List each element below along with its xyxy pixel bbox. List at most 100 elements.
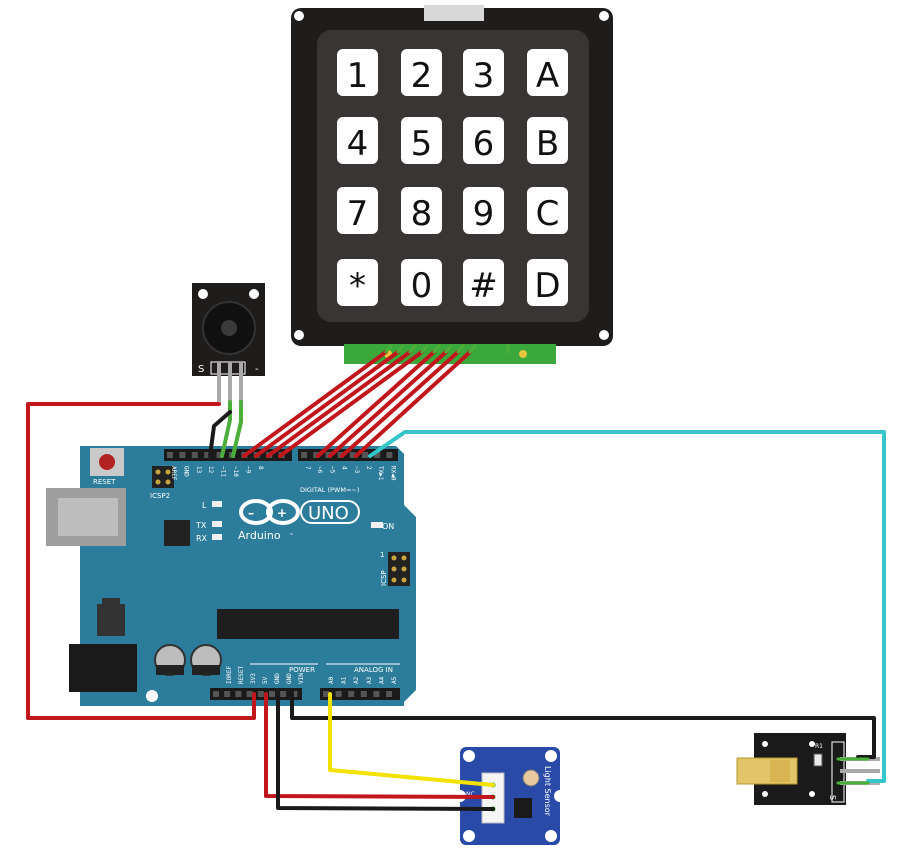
digital-pin-label: 12 bbox=[207, 466, 214, 474]
power-pin-label: VIN bbox=[298, 673, 305, 684]
digital-pin-label: 4 bbox=[341, 466, 348, 470]
power-pin-label: GND bbox=[286, 673, 293, 684]
wire-buzzer-signal-red bbox=[26, 402, 256, 720]
digital-pin-label: ~9 bbox=[244, 466, 251, 474]
keypad-key[interactable]: 7 bbox=[337, 187, 378, 234]
wire-keypad-green-end bbox=[420, 344, 429, 354]
header-pin bbox=[216, 452, 223, 458]
icsp-pin1-label: 1 bbox=[380, 551, 384, 559]
svg-text:+: + bbox=[277, 506, 287, 520]
analog-pin-label: A3 bbox=[366, 676, 373, 684]
header-pin bbox=[191, 452, 198, 458]
analog-pin-label: A0 bbox=[328, 676, 335, 684]
digital-pin-label: ~3 bbox=[353, 466, 360, 474]
keypad-key[interactable]: 0 bbox=[401, 259, 442, 306]
digital-pin-label: ~11 bbox=[220, 466, 227, 477]
keypad-key[interactable]: # bbox=[463, 259, 504, 306]
header-pin bbox=[374, 452, 381, 458]
keypad-key[interactable]: 4 bbox=[337, 117, 378, 164]
keypad-key-label: 0 bbox=[411, 266, 433, 306]
power-pin-label: 5V bbox=[262, 676, 269, 684]
keypad-key-label: # bbox=[469, 266, 498, 306]
laser-pin-minus: - bbox=[828, 746, 837, 749]
icsp-label: ICSP bbox=[380, 570, 388, 586]
keypad-key-label: D bbox=[534, 266, 560, 306]
buzzer-pin-s: S bbox=[198, 364, 204, 375]
header-pin bbox=[280, 691, 287, 697]
icsp2-label: ICSP2 bbox=[150, 492, 170, 500]
wire-keypad-green-end bbox=[408, 344, 417, 354]
laser-module: R1 S - bbox=[736, 733, 880, 805]
wire-keypad-green-end bbox=[396, 344, 405, 354]
header-pin bbox=[386, 452, 393, 458]
keypad-key[interactable]: 5 bbox=[401, 117, 442, 164]
keypad-key[interactable]: 8 bbox=[401, 187, 442, 234]
svg-text:–: – bbox=[248, 506, 254, 520]
digital-pin-label: AREF bbox=[170, 466, 177, 481]
power-pin-label: RESET bbox=[238, 666, 245, 684]
header-pin bbox=[386, 691, 392, 697]
header-pin bbox=[362, 452, 368, 458]
digital-pin-label: TX▶1 bbox=[377, 466, 384, 481]
keypad-key[interactable]: 9 bbox=[463, 187, 504, 234]
arduino-logo: – + UNO Arduino ™ bbox=[238, 499, 360, 542]
header-pin bbox=[373, 691, 380, 697]
keypad-key[interactable]: C bbox=[527, 187, 568, 234]
keypad-key[interactable]: * bbox=[337, 259, 378, 306]
analog-pin-label: A4 bbox=[378, 676, 385, 684]
header-pin bbox=[269, 691, 275, 697]
keypad-key[interactable]: 3 bbox=[463, 49, 504, 96]
wire-keypad-green-end bbox=[432, 344, 441, 354]
arduino-brand: Arduino bbox=[238, 529, 281, 542]
digital-pin-label: 7 bbox=[304, 466, 311, 470]
keypad-key[interactable]: 2 bbox=[401, 49, 442, 96]
r1-label: R1 bbox=[815, 743, 823, 750]
digital-pin-label: ~10 bbox=[232, 466, 239, 477]
header-pin bbox=[204, 452, 211, 458]
wire-buzzer-green-2 bbox=[231, 400, 243, 458]
wire-keypad-red bbox=[266, 350, 412, 458]
tx-label: TX bbox=[195, 521, 207, 530]
wire-keypad-green-end bbox=[444, 344, 453, 354]
keypad-key-label: * bbox=[349, 266, 366, 306]
analog-label: ANALOG IN bbox=[354, 666, 393, 674]
light-sensor-title: Light Sensor bbox=[543, 766, 552, 817]
keypad-connector bbox=[344, 344, 556, 364]
wire-keypad-green-end bbox=[468, 344, 477, 354]
keypad-key[interactable]: 1 bbox=[337, 49, 378, 96]
analog-pin-label: A5 bbox=[391, 676, 398, 684]
header-pin bbox=[349, 452, 356, 458]
l-label: L bbox=[202, 501, 207, 510]
header-pin bbox=[167, 452, 173, 458]
header-pin bbox=[224, 691, 231, 697]
on-label: ON bbox=[382, 522, 394, 531]
power-pin-label: GND bbox=[274, 673, 281, 684]
wire-keypad-red bbox=[316, 350, 436, 458]
digital-pin-label: ~5 bbox=[328, 466, 335, 474]
digital-pin-label: 2 bbox=[365, 466, 372, 470]
header-pin bbox=[257, 691, 264, 697]
digital-pin-label: GND bbox=[182, 466, 189, 477]
keypad-key-label: C bbox=[536, 194, 560, 234]
laser-pin-s: S bbox=[828, 795, 837, 800]
keypad-key-label: 1 bbox=[347, 56, 369, 96]
keypad-key[interactable]: B bbox=[527, 117, 568, 164]
analog-pin-label: A2 bbox=[353, 676, 360, 684]
uno-text: UNO bbox=[308, 503, 349, 524]
reset-label: RESET bbox=[93, 478, 116, 486]
wire-laser-ground-black bbox=[290, 690, 876, 759]
header-pin bbox=[360, 691, 367, 697]
wire-keypad-red bbox=[328, 350, 448, 458]
keypad-key-label: 2 bbox=[411, 56, 433, 96]
keypad-key-label: 9 bbox=[473, 194, 495, 234]
header-pin bbox=[246, 691, 253, 697]
keypad-key[interactable]: 6 bbox=[463, 117, 504, 164]
keypad-key[interactable]: A bbox=[527, 49, 568, 96]
header-pin bbox=[301, 452, 307, 458]
wire-sensor-signal-yellow bbox=[328, 692, 495, 787]
header-pin bbox=[291, 691, 298, 697]
digital-pin-label: 13 bbox=[195, 466, 202, 474]
keypad-key[interactable]: D bbox=[527, 259, 568, 306]
header-pin bbox=[179, 452, 186, 458]
